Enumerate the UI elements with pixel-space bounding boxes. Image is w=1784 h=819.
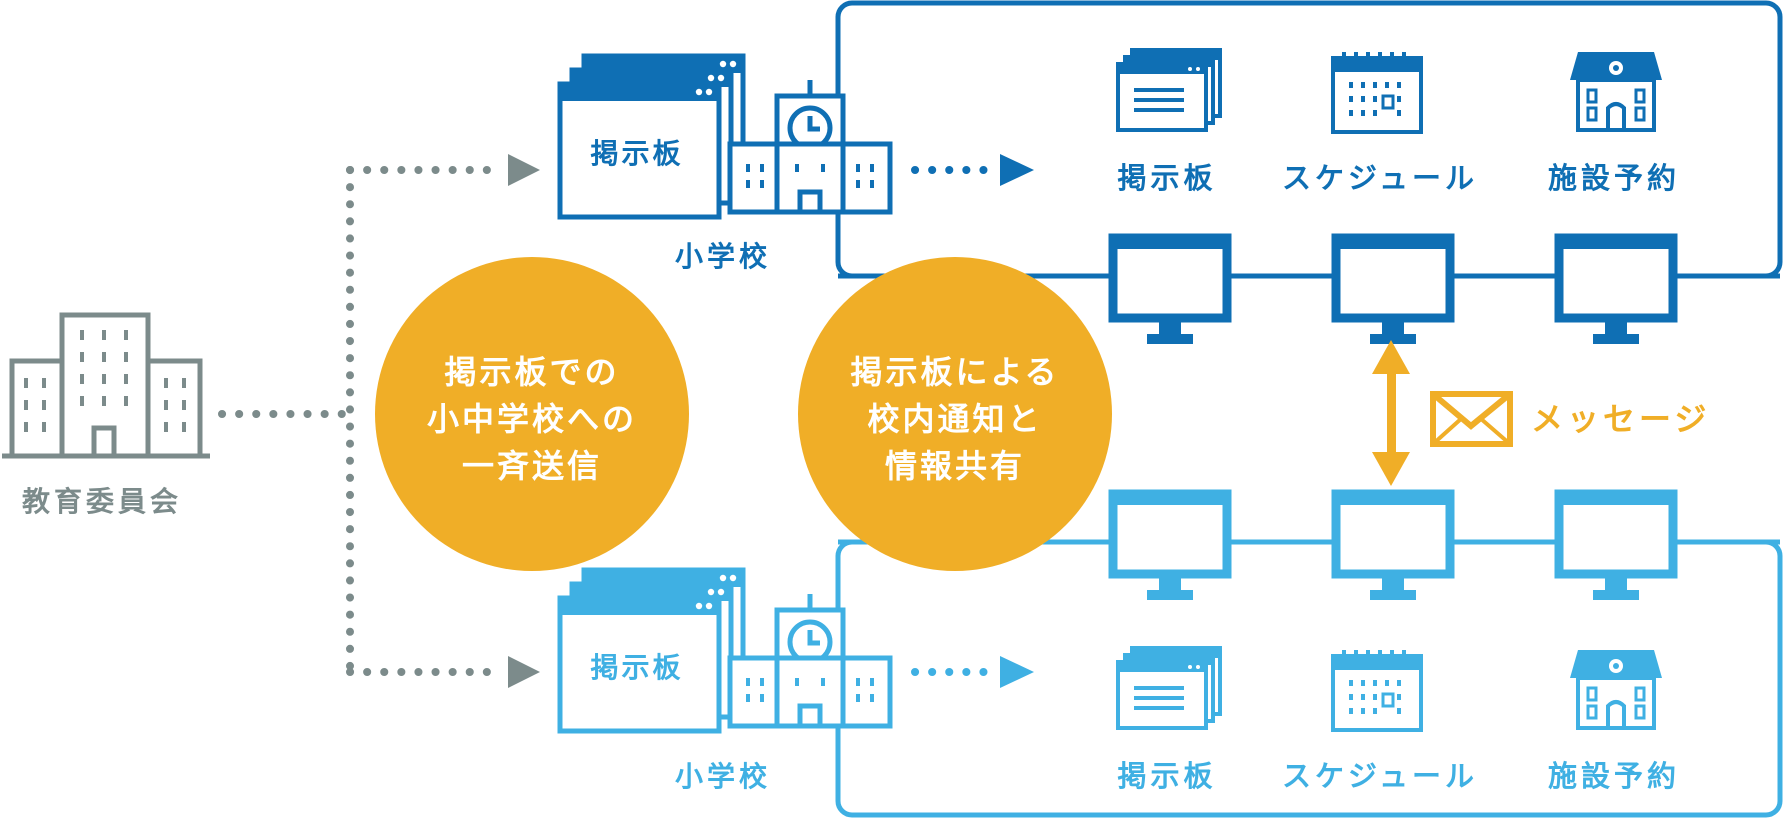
feature-label-facility: 施設予約 bbox=[1548, 759, 1680, 793]
monitor-icon bbox=[1336, 238, 1450, 344]
monitor-icon bbox=[1559, 238, 1673, 344]
callout-line: 小中学校への bbox=[427, 400, 637, 438]
calendar-icon bbox=[1331, 50, 1423, 134]
monitor-icon bbox=[1113, 494, 1227, 600]
monitor-icon bbox=[1336, 494, 1450, 600]
message-label: メッセージ bbox=[1531, 400, 1710, 438]
message-exchange: メッセージ bbox=[1372, 340, 1710, 486]
board-of-education-group: 教育委員会 bbox=[2, 312, 210, 518]
school-building-icon bbox=[730, 80, 890, 212]
facility-icon bbox=[1568, 648, 1664, 730]
callout-line: 掲示板での bbox=[444, 353, 619, 391]
feature-label-schedule: スケジュール bbox=[1282, 759, 1478, 793]
feature-label-board: 掲示板 bbox=[1117, 759, 1216, 793]
callout-line: 校内通知と bbox=[867, 400, 1042, 438]
facility-icon bbox=[1568, 50, 1664, 132]
dispatch-connectors bbox=[218, 166, 504, 676]
calendar-icon bbox=[1331, 648, 1423, 732]
school-building-icon bbox=[730, 594, 890, 726]
board-feature-icon bbox=[1116, 48, 1222, 132]
callout-line: 情報共有 bbox=[885, 447, 1025, 485]
arrow-to-top-school-icon bbox=[508, 154, 540, 186]
callout-line: 掲示板による bbox=[850, 353, 1059, 391]
feature-label-facility: 施設予約 bbox=[1548, 161, 1680, 195]
arrow-into-network-icon bbox=[1000, 154, 1034, 186]
board-of-education-label: 教育委員会 bbox=[22, 485, 182, 518]
board-window-label: 掲示板 bbox=[590, 651, 683, 684]
broadcast-callout: 掲示板での 小中学校への 一斉送信 bbox=[375, 257, 689, 571]
monitor-icon bbox=[1113, 238, 1227, 344]
arrow-to-bottom-school-icon bbox=[508, 656, 540, 688]
arrow-into-network-icon bbox=[1000, 656, 1034, 688]
office-building-icon bbox=[2, 312, 210, 459]
callout-line: 一斉送信 bbox=[462, 447, 602, 485]
school-label: 小学校 bbox=[675, 760, 771, 793]
board-feature-icon bbox=[1116, 646, 1222, 730]
top-school-group: 掲示板 小学校 掲示板 スケジュール 施設予約 bbox=[560, 0, 1783, 344]
envelope-icon bbox=[1430, 391, 1513, 447]
bottom-school-group: 掲示板 小学校 掲示板 スケジュール 施設予約 bbox=[560, 494, 1783, 818]
double-arrow-icon bbox=[1372, 340, 1410, 486]
sharing-callout: 掲示板による 校内通知と 情報共有 bbox=[798, 257, 1112, 571]
feature-label-schedule: スケジュール bbox=[1282, 161, 1478, 195]
monitor-icon bbox=[1559, 494, 1673, 600]
board-window-label: 掲示板 bbox=[590, 137, 683, 170]
feature-label-board: 掲示板 bbox=[1117, 161, 1216, 195]
school-label: 小学校 bbox=[675, 240, 771, 273]
